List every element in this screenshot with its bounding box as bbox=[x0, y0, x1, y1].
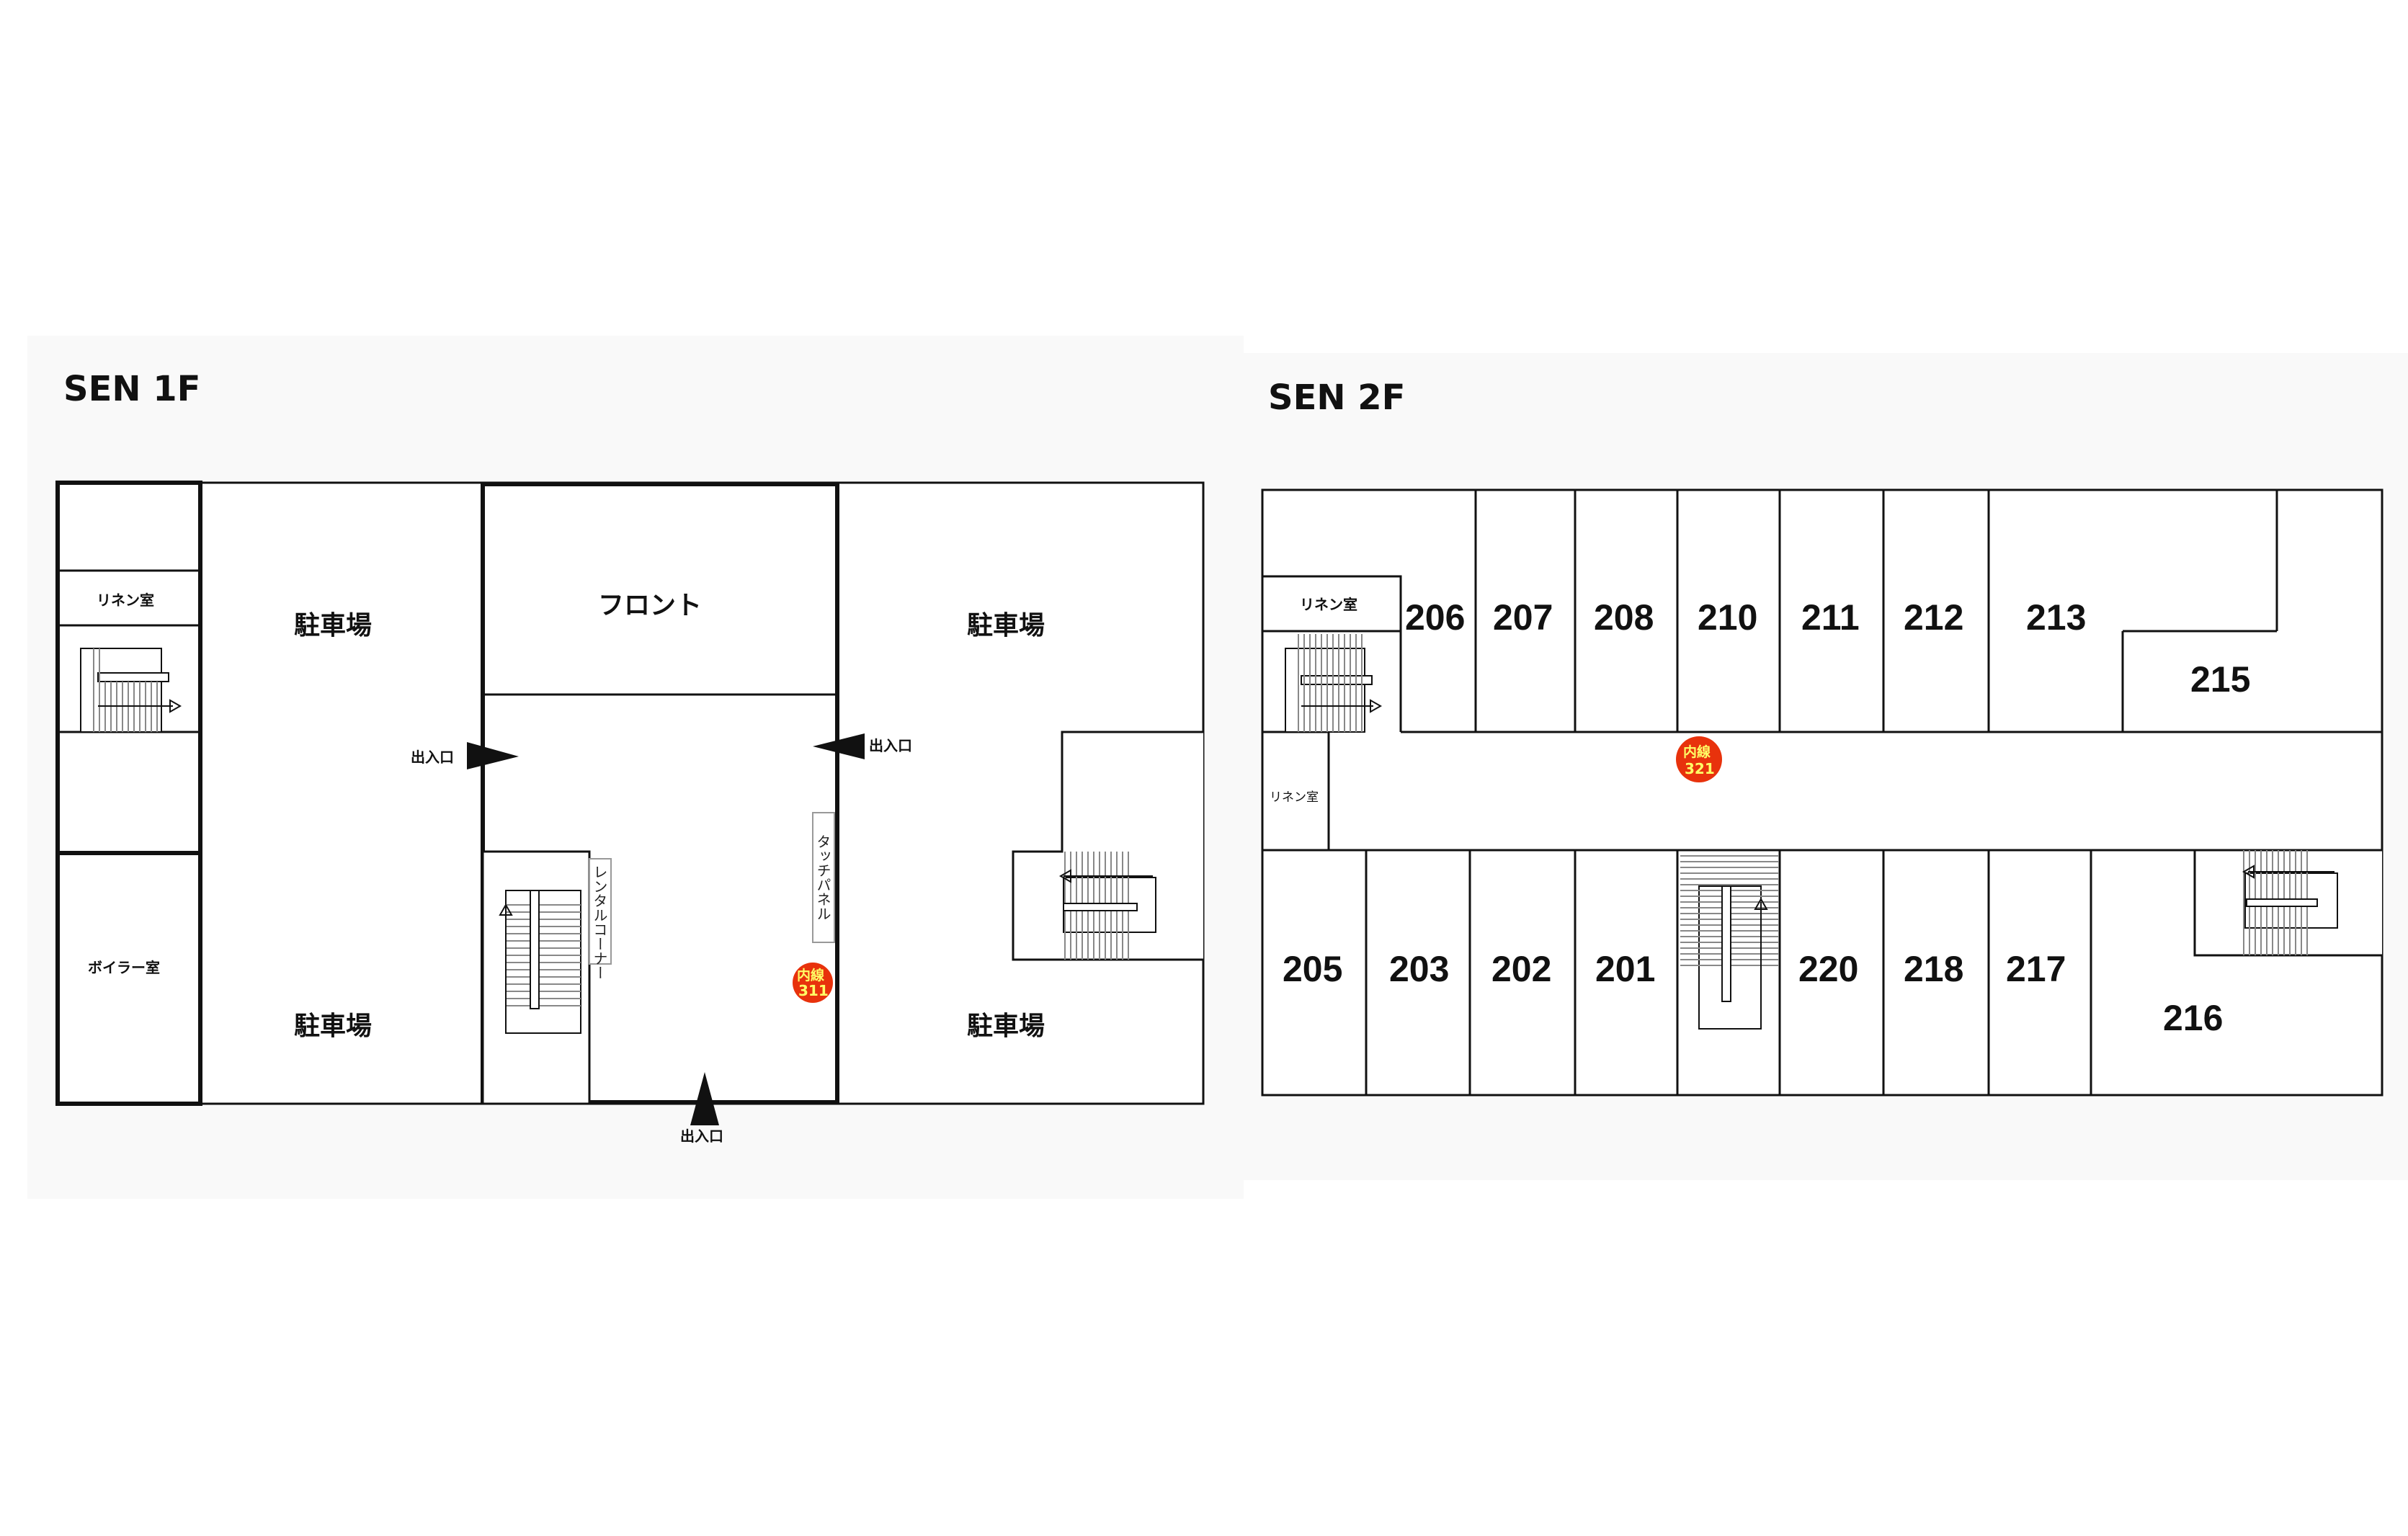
room-220: 220 bbox=[1798, 949, 1858, 989]
floor-1-outline bbox=[56, 481, 1205, 1105]
room-212: 212 bbox=[1904, 597, 1963, 638]
stair-1f-right bbox=[1012, 731, 1203, 961]
room-210: 210 bbox=[1698, 597, 1757, 638]
floor-2-title: SEN 2F bbox=[1268, 378, 1405, 418]
svg-text:内線: 内線 bbox=[797, 967, 824, 983]
svg-text:311: 311 bbox=[798, 982, 829, 999]
extension-badge-311: 内線 311 bbox=[793, 963, 833, 1003]
room-207: 207 bbox=[1493, 597, 1553, 638]
boiler-room: ボイラー室 bbox=[88, 959, 160, 976]
stair-1f-center bbox=[481, 850, 591, 1105]
room-213: 213 bbox=[2026, 597, 2086, 638]
lobby-block bbox=[481, 482, 839, 1104]
linen-room-1f: リネン室 bbox=[97, 591, 154, 609]
room-201: 201 bbox=[1595, 949, 1655, 989]
rental-corner-label: レンタルコーナー bbox=[591, 865, 608, 980]
linen-room-2f-mid: リネン室 bbox=[1270, 790, 1319, 805]
room-215: 215 bbox=[2190, 659, 2250, 700]
svg-text:内線: 内線 bbox=[1683, 744, 1711, 760]
room-202: 202 bbox=[1491, 949, 1551, 989]
entrance-label-south: 出入口 bbox=[680, 1128, 723, 1145]
entrance-label-east: 出入口 bbox=[869, 737, 912, 754]
entrance-arrow-south bbox=[690, 1072, 719, 1125]
stair-1f-left bbox=[80, 648, 182, 733]
room-203: 203 bbox=[1389, 949, 1449, 989]
parking-top-left: 駐車場 bbox=[294, 611, 372, 640]
room-216: 216 bbox=[2163, 998, 2223, 1038]
front-desk: フロント bbox=[598, 591, 702, 620]
linen-room-2f-top: リネン室 bbox=[1300, 596, 1357, 613]
room-217: 217 bbox=[2006, 949, 2066, 989]
extension-badge-321: 内線 321 bbox=[1676, 736, 1722, 782]
floor-1-title: SEN 1F bbox=[63, 369, 200, 409]
floor-2-plan: SEN 2F bbox=[1261, 378, 2384, 1097]
parking-top-right: 駐車場 bbox=[967, 611, 1045, 640]
stair-2f-left bbox=[1285, 634, 1383, 733]
svg-text:321: 321 bbox=[1685, 760, 1715, 777]
room-206: 206 bbox=[1405, 597, 1465, 638]
room-211: 211 bbox=[1801, 597, 1860, 638]
parking-bottom-left: 駐車場 bbox=[294, 1012, 372, 1041]
floor-1-plan: SEN 1F bbox=[55, 369, 1205, 1145]
parking-bottom-right: 駐車場 bbox=[967, 1012, 1045, 1041]
floor-2-outline bbox=[1261, 488, 2384, 1097]
touch-panel-label: タッチパネル bbox=[814, 834, 831, 921]
entrance-label-west: 出入口 bbox=[411, 749, 454, 766]
room-205: 205 bbox=[1283, 949, 1342, 989]
entrance-arrow-west bbox=[467, 742, 519, 769]
room-208: 208 bbox=[1594, 597, 1654, 638]
room-218: 218 bbox=[1904, 949, 1963, 989]
stair-2f-right bbox=[2193, 849, 2382, 957]
stair-2f-center bbox=[1680, 855, 1778, 1030]
entrance-arrow-east bbox=[813, 733, 865, 759]
